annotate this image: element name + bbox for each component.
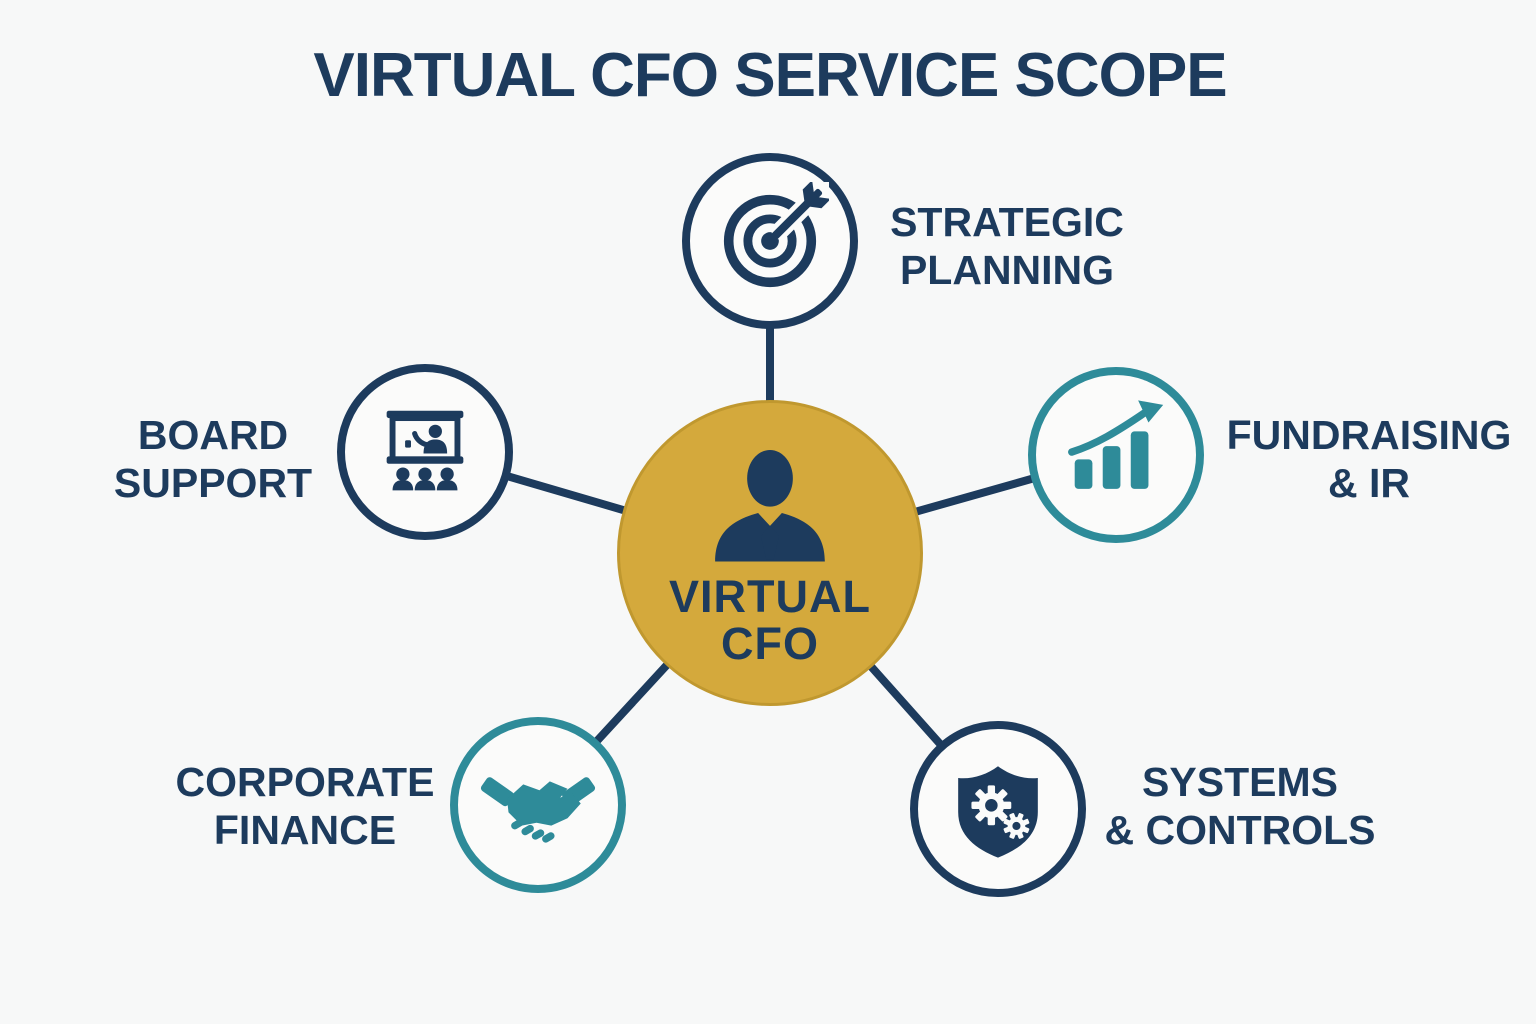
hub-label: VIRTUAL CFO: [669, 573, 871, 667]
businessman-icon: [715, 449, 825, 562]
node-fundraising-ir: [1028, 367, 1204, 543]
label-board-support-line2: SUPPORT: [113, 460, 313, 506]
hub-virtual-cfo: VIRTUAL CFO: [617, 400, 923, 706]
presentation-board-icon: [386, 410, 464, 491]
handshake-icon: [480, 777, 596, 843]
page-title: VIRTUAL CFO SERVICE SCOPE: [313, 41, 1227, 110]
growth-chart-icon: [1068, 400, 1164, 489]
label-strategic-planning-line2: PLANNING: [899, 247, 1115, 293]
hub-label-line2: CFO: [721, 618, 819, 669]
label-board-support: BOARD SUPPORT: [114, 411, 312, 507]
label-strategic-planning-line1: STRATEGIC: [890, 199, 1124, 245]
label-systems-controls-line2: & CONTROLS: [1104, 807, 1376, 853]
label-strategic-planning: STRATEGIC PLANNING: [890, 198, 1124, 294]
label-corporate-finance-line1: CORPORATE: [175, 759, 435, 805]
label-fundraising-ir-line1: FUNDRAISING: [1226, 412, 1512, 458]
shield-gears-icon: [958, 766, 1038, 858]
hub-label-line1: VIRTUAL: [669, 571, 871, 622]
label-systems-controls: SYSTEMS & CONTROLS: [1104, 758, 1375, 854]
label-board-support-line1: BOARD: [137, 412, 289, 458]
label-systems-controls-line1: SYSTEMS: [1142, 759, 1338, 805]
node-systems-controls: [910, 721, 1086, 897]
label-fundraising-ir: FUNDRAISING & IR: [1227, 411, 1512, 507]
label-corporate-finance: CORPORATE FINANCE: [176, 758, 435, 854]
label-corporate-finance-line2: FINANCE: [213, 807, 397, 853]
node-corporate-finance: [450, 717, 626, 893]
target-dart-icon: [723, 182, 829, 288]
node-strategic-planning: [682, 153, 858, 329]
label-fundraising-ir-line2: & IR: [1328, 460, 1410, 506]
node-board-support: [337, 364, 513, 540]
